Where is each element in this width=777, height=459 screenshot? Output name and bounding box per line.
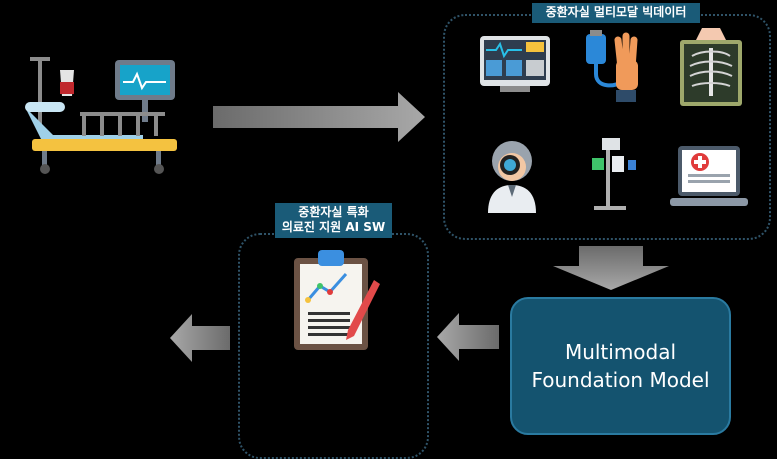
medical-report-icon <box>670 146 748 206</box>
iv-hand-icon <box>586 30 638 102</box>
ai-sw-label: 중환자실 특화 의료진 지원 AI SW <box>275 203 392 238</box>
ai-sw-label-line2: 의료진 지원 AI SW <box>281 220 386 234</box>
eye-exam-doctor-icon <box>488 141 536 213</box>
medical-stand-icon <box>592 138 636 210</box>
output-arrow-left-icon <box>170 314 230 362</box>
foundation-model-line1: Multimodal <box>564 340 677 364</box>
foundation-model-line2: Foundation Model <box>531 368 710 392</box>
multimodal-bigdata-label: 중환자실 멀티모달 빅데이터 <box>532 3 700 23</box>
clipboard-chart-icon <box>294 250 380 350</box>
patient-monitor-icon <box>480 36 550 92</box>
arrow-right-icon <box>213 92 425 142</box>
foundation-model-box: Multimodal Foundation Model <box>510 297 731 435</box>
icu-bed-icon <box>25 57 177 174</box>
ai-sw-label-line1: 중환자실 특화 <box>298 205 369 219</box>
arrow-left-icon <box>437 313 499 361</box>
xray-icon <box>680 28 742 106</box>
arrow-down-icon <box>553 246 669 290</box>
